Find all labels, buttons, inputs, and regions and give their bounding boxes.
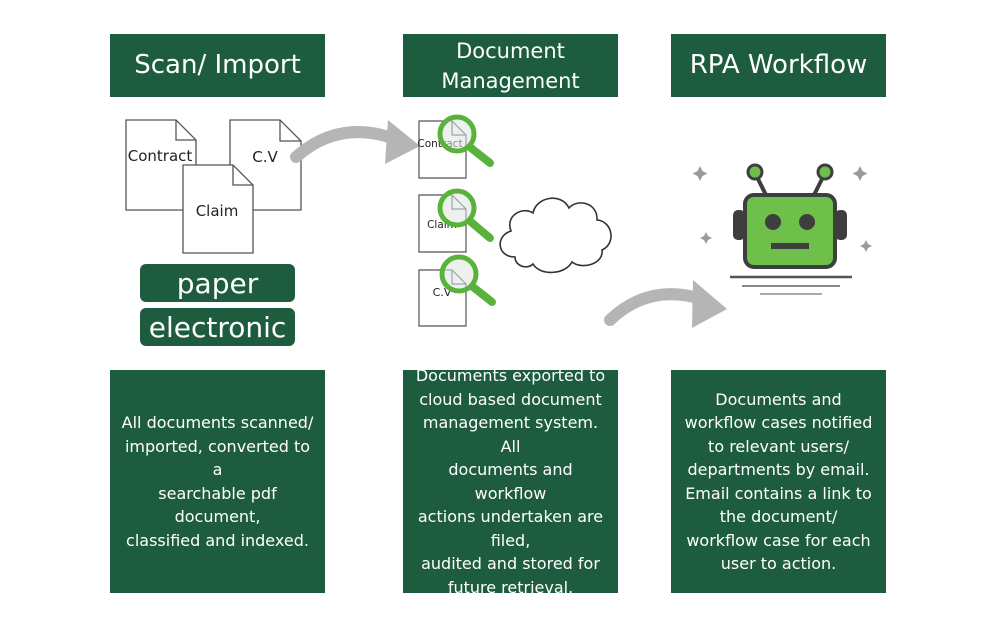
document-icon: Claim [182, 164, 254, 254]
magnifier-icon [439, 254, 496, 306]
header-scan-import: Scan/ Import [110, 34, 325, 97]
description-rpa-workflow: Documents and workflow cases notified to… [671, 370, 886, 593]
header-rpa-workflow-label: RPA Workflow [689, 50, 868, 80]
robot-icon [730, 163, 852, 295]
magnifier-icon [437, 114, 494, 167]
arrow-icon [290, 120, 420, 164]
description-scan-import: All documents scanned/ imported, convert… [110, 370, 325, 593]
scan-doc-cv-label: C.V [252, 148, 278, 166]
description-document-management-text: Documents exported to cloud based docume… [415, 366, 606, 597]
header-rpa-workflow: RPA Workflow [671, 34, 886, 97]
arrow-icon [604, 280, 727, 328]
managed-doc-3: C.V [418, 254, 496, 327]
header-scan-import-label: Scan/ Import [134, 50, 301, 80]
description-rpa-workflow-text: Documents and workflow cases notified to… [684, 389, 873, 574]
managed-doc-2: Claim [418, 188, 494, 253]
cloud-icon [499, 197, 612, 274]
format-electronic-label: electronic [148, 310, 287, 344]
scan-doc-claim-label: Claim [196, 202, 239, 220]
managed-doc-1: Contract [417, 114, 494, 179]
magnifier-icon [437, 188, 494, 242]
description-scan-import-text: All documents scanned/ imported, convert… [121, 413, 314, 550]
format-electronic-badge: electronic [140, 308, 295, 346]
sparkle-icon [692, 166, 872, 252]
header-document-management-label: Document Management [441, 38, 580, 93]
format-paper-badge: paper [140, 264, 295, 302]
description-document-management: Documents exported to cloud based docume… [403, 366, 618, 597]
header-document-management: Document Management [403, 34, 618, 97]
document-icon: Contract [125, 119, 197, 211]
scan-doc-contract-label: Contract [128, 147, 193, 165]
format-paper-label: paper [176, 266, 259, 300]
